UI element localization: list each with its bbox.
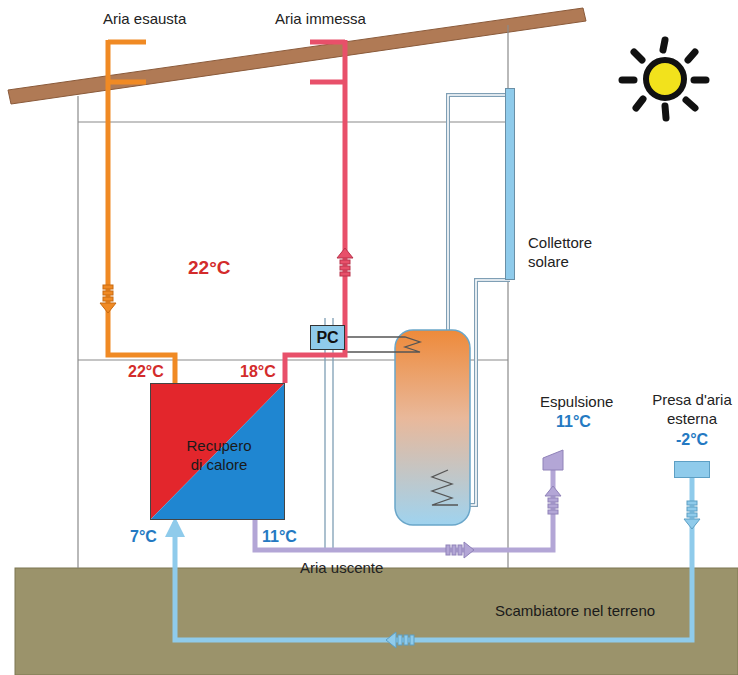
temperature-label: 11°C	[556, 412, 591, 431]
flow-arrow	[100, 285, 116, 313]
roof	[8, 8, 586, 104]
exhaust-pipe	[108, 40, 175, 383]
recovery-half	[151, 384, 284, 519]
heat-recovery-box: Recupero di calore	[150, 383, 285, 520]
air-intake: Presa d'aria esterna -2°C	[652, 390, 732, 478]
flow-arrow	[386, 632, 414, 648]
sun	[688, 52, 695, 60]
recovery-half	[151, 384, 284, 519]
sun	[663, 40, 665, 50]
temperature-label: 22°C	[128, 362, 164, 381]
intake-grille	[674, 461, 710, 478]
ground-exchanger: Scambiatore nel terreno	[15, 568, 738, 675]
intake-label: Presa d'aria esterna	[652, 390, 732, 428]
heat-pump-label: PC	[316, 328, 338, 347]
exhaust-outlet	[543, 450, 563, 470]
sun	[686, 100, 695, 108]
temperature-label: 22°C	[188, 258, 230, 277]
house-wall	[77, 96, 78, 568]
flow-arrow	[684, 501, 700, 529]
flow-arrow	[545, 486, 561, 514]
sun	[646, 60, 684, 98]
flow-arrow	[337, 248, 353, 276]
supply-pipe	[285, 40, 345, 383]
temperature-label: 11°C	[262, 527, 297, 546]
outgoing-pipe	[255, 470, 553, 550]
storage-tank	[395, 330, 470, 525]
collector-label: Collettore solare	[528, 233, 618, 271]
outgoing-pipe	[255, 470, 553, 550]
heat-pump-box: PC	[310, 325, 345, 350]
flow-label: Espulsione	[540, 392, 613, 411]
temperature-label: -2°C	[652, 430, 732, 449]
sun	[665, 106, 666, 118]
flow-arrow	[446, 542, 474, 558]
sun	[636, 99, 643, 108]
temperature-label: 7°C	[130, 527, 157, 546]
tank-coil	[345, 337, 458, 505]
tank-coil	[345, 337, 420, 352]
flow-label: Aria immessa	[275, 9, 366, 28]
tank-coil	[432, 470, 458, 505]
sun	[634, 52, 642, 60]
ground-band	[15, 568, 738, 675]
sun	[622, 77, 634, 84]
sun	[622, 40, 706, 118]
exhaust-pipe	[108, 40, 175, 383]
recovery-label: Recupero di calore	[179, 436, 259, 474]
flow-label: Aria uscente	[300, 558, 383, 577]
sun	[694, 77, 706, 84]
solar-collector: Collettore solare	[505, 88, 515, 280]
ground-label: Scambiatore nel terreno	[495, 601, 655, 620]
flow-label: Aria esausta	[103, 9, 186, 28]
sun	[622, 40, 706, 118]
house-wall	[78, 121, 508, 122]
house-wall	[78, 25, 508, 568]
supply-pipe	[285, 40, 345, 383]
temperature-label: 18°C	[240, 362, 276, 381]
